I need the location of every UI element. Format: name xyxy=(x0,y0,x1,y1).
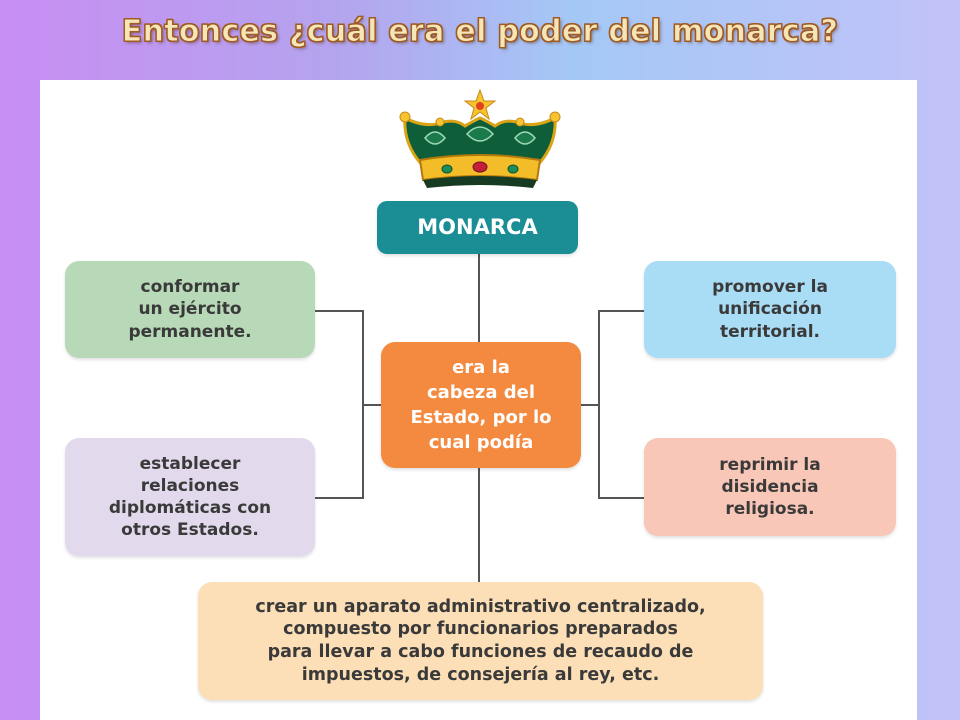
node-army-label: conformar un ejército permanente. xyxy=(128,277,252,342)
node-army: conformar un ejército permanente. xyxy=(65,261,315,358)
connector-left-top xyxy=(315,310,364,312)
node-administration: crear un aparato administrativo centrali… xyxy=(198,582,763,700)
connector-right-bottom xyxy=(598,497,644,499)
diagram-panel: MONARCA era la cabeza del Estado, por lo… xyxy=(40,80,917,720)
root-node-monarca: MONARCA xyxy=(377,201,578,254)
root-node-label: MONARCA xyxy=(417,214,538,239)
connector-right-center xyxy=(581,404,600,406)
node-diplomacy-label: establecer relaciones diplomáticas con o… xyxy=(108,453,272,541)
slide-title: Entonces ¿cuál era el poder del monarca? xyxy=(121,14,839,50)
node-unification-label: promover la unificación territorial. xyxy=(712,277,828,342)
connector-right-top xyxy=(598,310,644,312)
node-repression: reprimir la disidencia religiosa. xyxy=(644,438,896,536)
node-diplomacy: establecer relaciones diplomáticas con o… xyxy=(65,438,315,556)
center-node: era la cabeza del Estado, por lo cual po… xyxy=(381,342,581,468)
center-node-label: era la cabeza del Estado, por lo cual po… xyxy=(410,356,552,454)
crown-icon xyxy=(399,88,561,188)
node-administration-label: crear un aparato administrativo centrali… xyxy=(255,596,706,685)
connector-left-bottom xyxy=(315,497,364,499)
node-unification: promover la unificación territorial. xyxy=(644,261,896,358)
node-repression-label: reprimir la disidencia religiosa. xyxy=(719,454,821,520)
connector-left-center xyxy=(362,404,381,406)
